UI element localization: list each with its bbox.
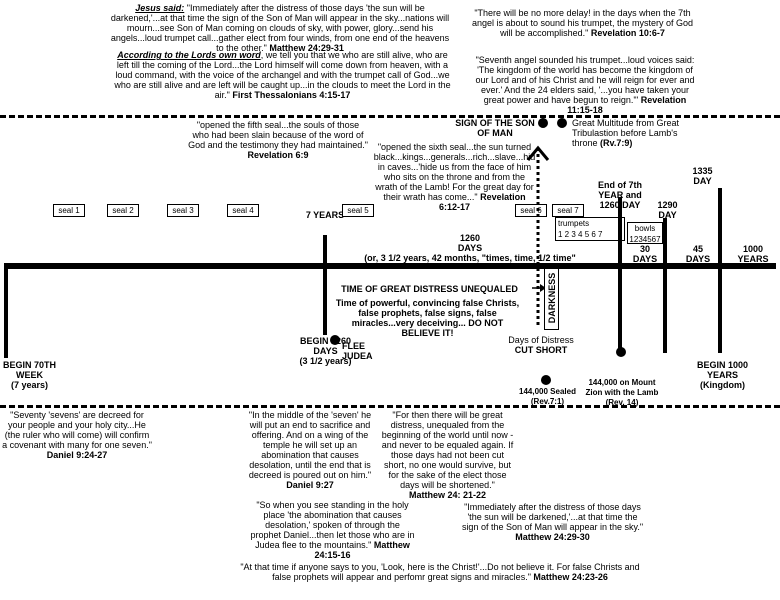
label-7-years: 7 YEARS	[305, 210, 345, 220]
quote-revelation-11: "Seventh angel sounded his trumpet...lou…	[475, 55, 695, 115]
flee-judea-dot	[330, 335, 340, 345]
darkness-label: DARKNESS	[547, 272, 557, 324]
distress-arrow-head	[540, 284, 546, 292]
quote-thessalonians: According to the Lords own word, we tell…	[114, 50, 451, 100]
quote-matthew-24-21: "For then there will be great distress, …	[381, 410, 514, 500]
bowls-label: bowls	[634, 224, 656, 233]
darkness-box: DARKNESS	[544, 268, 559, 330]
quote-daniel-9-24: "Seventy 'sevens' are decreed for your p…	[2, 410, 152, 460]
cut-short-dot	[541, 375, 551, 385]
mount-zion-label: 144,000 on Mount Zion with the Lamb (Rev…	[585, 378, 659, 407]
seal-7-box: seal 7	[552, 204, 584, 217]
flee-judea-label: FLEE JUDEA	[342, 341, 373, 361]
quote-matthew-24-29b: "Immediately after the distress of those…	[461, 502, 644, 542]
label-1000-years: 1000 YEARS	[737, 244, 769, 264]
seal-6-box: seal 6	[515, 204, 547, 217]
top-dashed-divider	[0, 115, 780, 118]
mount-zion-dot	[616, 347, 626, 357]
label-1260-days-note: (or, 3 1/2 years, 42 months, "times, tim…	[364, 253, 576, 263]
begin-1260-days-label: BEGIN 1260 DAYS(3 1/2 years)	[299, 336, 352, 366]
marker-1290-day	[663, 218, 667, 353]
trumpets-box: trumpets 1 2 3 4 5 6 7	[555, 217, 625, 241]
sign-marker-dot	[538, 118, 548, 128]
label-30-days: 30 DAYS	[632, 244, 658, 264]
label-1335-day: 1335 DAY	[692, 166, 713, 186]
seal-5-box: seal 5	[342, 204, 374, 217]
bottom-dashed-divider	[0, 405, 780, 408]
quote-revelation-6-12: "opened the sixth seal...the sun turned …	[373, 142, 536, 212]
seal-2-box: seal 2	[107, 204, 139, 217]
seal-4-box: seal 4	[227, 204, 259, 217]
quote-matthew-24-29: Jesus said: "Immediately after the distr…	[110, 3, 450, 53]
sealed-144000-label: 144,000 Sealed (Rev.7:1)	[519, 387, 576, 406]
trumpets-label: trumpets	[558, 219, 590, 228]
quote-matthew-24-23: "At that time if anyone says to you, 'Lo…	[240, 562, 640, 582]
marker-end-7th-year	[618, 197, 622, 352]
marker-1335-day	[718, 188, 722, 353]
sign-up-arrow	[526, 145, 550, 161]
great-multitude-note: Great Multitude from Great Tribulastion …	[572, 118, 680, 148]
label-1260-days: 1260 DAYS	[457, 233, 483, 253]
quote-daniel-9-27: "In the middle of the 'seven' he will pu…	[248, 410, 372, 490]
begin-70th-week-label: BEGIN 70TH WEEK(7 years)	[2, 360, 56, 390]
quote-revelation-10: "There will be no more delay! in the day…	[471, 8, 694, 38]
bowls-numbers: 1234567	[629, 235, 661, 244]
trumpets-numbers: 1 2 3 4 5 6 7	[558, 230, 603, 239]
seal-3-box: seal 3	[167, 204, 199, 217]
marker-begin-70th-week	[4, 263, 8, 358]
multitude-marker-dot	[557, 118, 567, 128]
marker-7-years	[323, 235, 327, 335]
distress-text: Time of powerful, convincing false Chris…	[335, 298, 520, 338]
label-1290-day: 1290 DAY	[657, 200, 678, 220]
quote-matthew-24-15: "So when you see standing in the holy pl…	[250, 500, 415, 560]
quote-revelation-6-9: "opened the fifth seal...the souls of th…	[188, 120, 368, 160]
seal-1-box: seal 1	[53, 204, 85, 217]
main-timeline	[4, 263, 776, 269]
label-45-days: 45 DAYS	[685, 244, 711, 264]
distress-title: TIME OF GREAT DISTRESS UNEQUALED	[327, 284, 532, 294]
bowls-box: bowls 1234567	[627, 222, 663, 244]
begin-1000-years-label: BEGIN 1000 YEARS(Kingdom)	[696, 360, 749, 390]
sign-of-son-of-man-label: SIGN OF THE SON OF MAN	[455, 118, 535, 138]
